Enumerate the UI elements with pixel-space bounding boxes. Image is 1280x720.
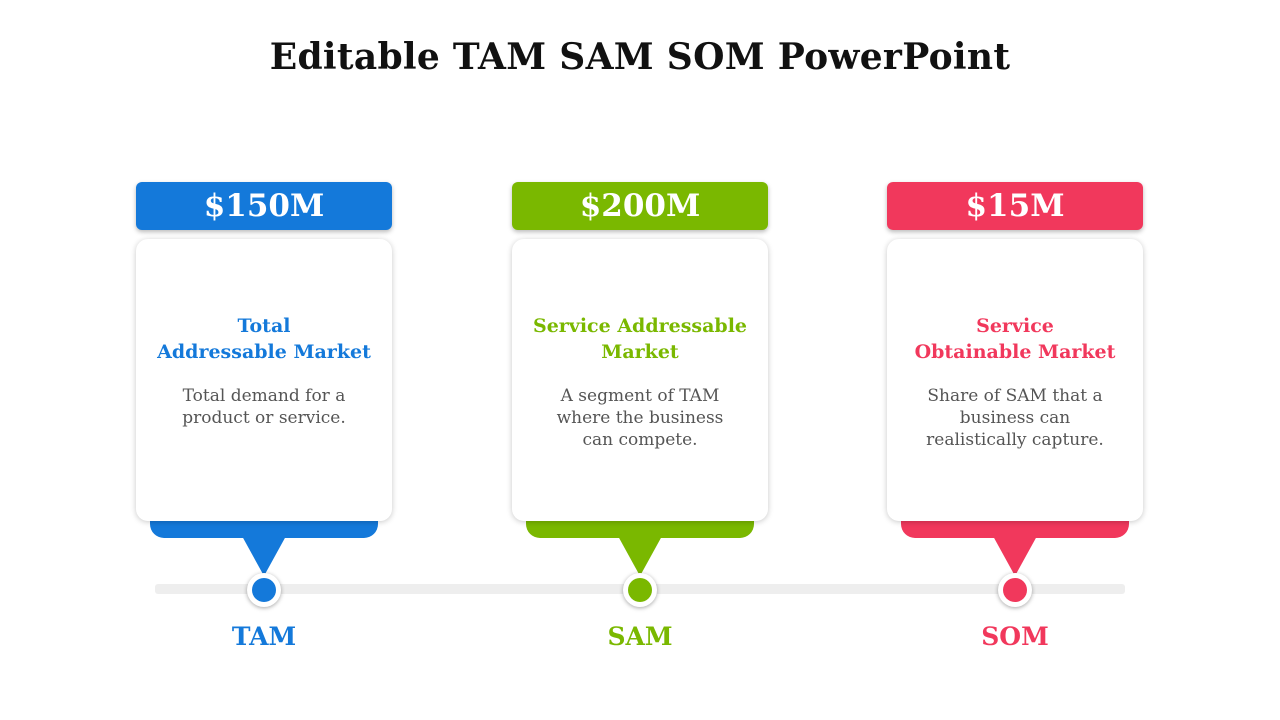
market-heading: Service Addressable Market [532, 315, 748, 363]
marker-dot [1003, 578, 1027, 602]
market-card: Service Addressable Market A segment of … [512, 239, 768, 521]
value-header: $150M [136, 182, 392, 230]
marker-dot [628, 578, 652, 602]
market-column-som: $15M Service Obtainable Market Share of … [887, 0, 1143, 720]
market-card: Total Addressable Market Total demand fo… [136, 239, 392, 521]
timeline-marker [247, 573, 281, 607]
timeline-marker [623, 573, 657, 607]
market-heading: Service Obtainable Market [914, 315, 1116, 363]
page-title: Editable TAM SAM SOM PowerPoint [269, 36, 1011, 78]
timeline-marker [998, 573, 1032, 607]
market-description: Total demand for a product or service. [182, 386, 346, 428]
market-heading: Total Addressable Market [157, 315, 371, 363]
market-description: Share of SAM that a business can realist… [926, 386, 1104, 450]
market-column-tam: $150M Total Addressable Market Total dem… [136, 0, 392, 720]
market-description: A segment of TAM where the business can … [556, 386, 724, 450]
pointer-triangle [993, 536, 1037, 576]
market-label: TAM [231, 622, 297, 651]
market-column-sam: $200M Service Addressable Market A segme… [512, 0, 768, 720]
pointer-triangle [242, 536, 286, 576]
marker-dot [252, 578, 276, 602]
value-header: $15M [887, 182, 1143, 230]
market-label: SOM [981, 622, 1049, 651]
pointer-triangle [618, 536, 662, 576]
value-header: $200M [512, 182, 768, 230]
market-label: SAM [607, 622, 673, 651]
market-card: Service Obtainable Market Share of SAM t… [887, 239, 1143, 521]
